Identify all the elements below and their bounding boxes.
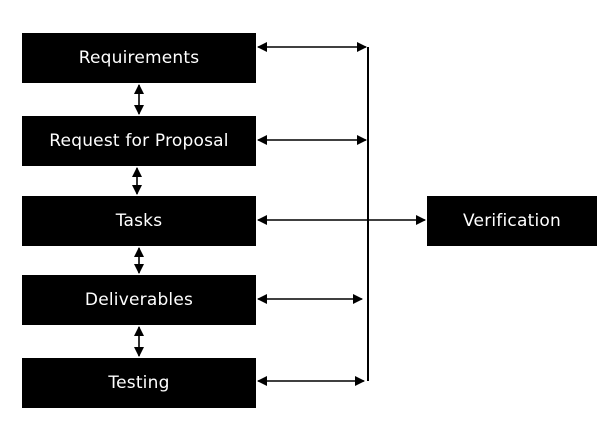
- requirements-label: Requirements: [78, 48, 200, 68]
- verification-label: Verification: [463, 211, 561, 231]
- request-for-proposal-box: Request for Proposal: [22, 116, 256, 166]
- tasks-box: Tasks: [22, 196, 256, 246]
- deliverables-label: Deliverables: [84, 290, 194, 310]
- tasks-label: Tasks: [115, 211, 163, 231]
- request-for-proposal-label: Request for Proposal: [49, 131, 229, 151]
- testing-label: Testing: [108, 373, 170, 393]
- testing-box: Testing: [22, 358, 256, 408]
- requirements-box: Requirements: [22, 33, 256, 83]
- verification-box: Verification: [427, 196, 597, 246]
- deliverables-box: Deliverables: [22, 275, 256, 325]
